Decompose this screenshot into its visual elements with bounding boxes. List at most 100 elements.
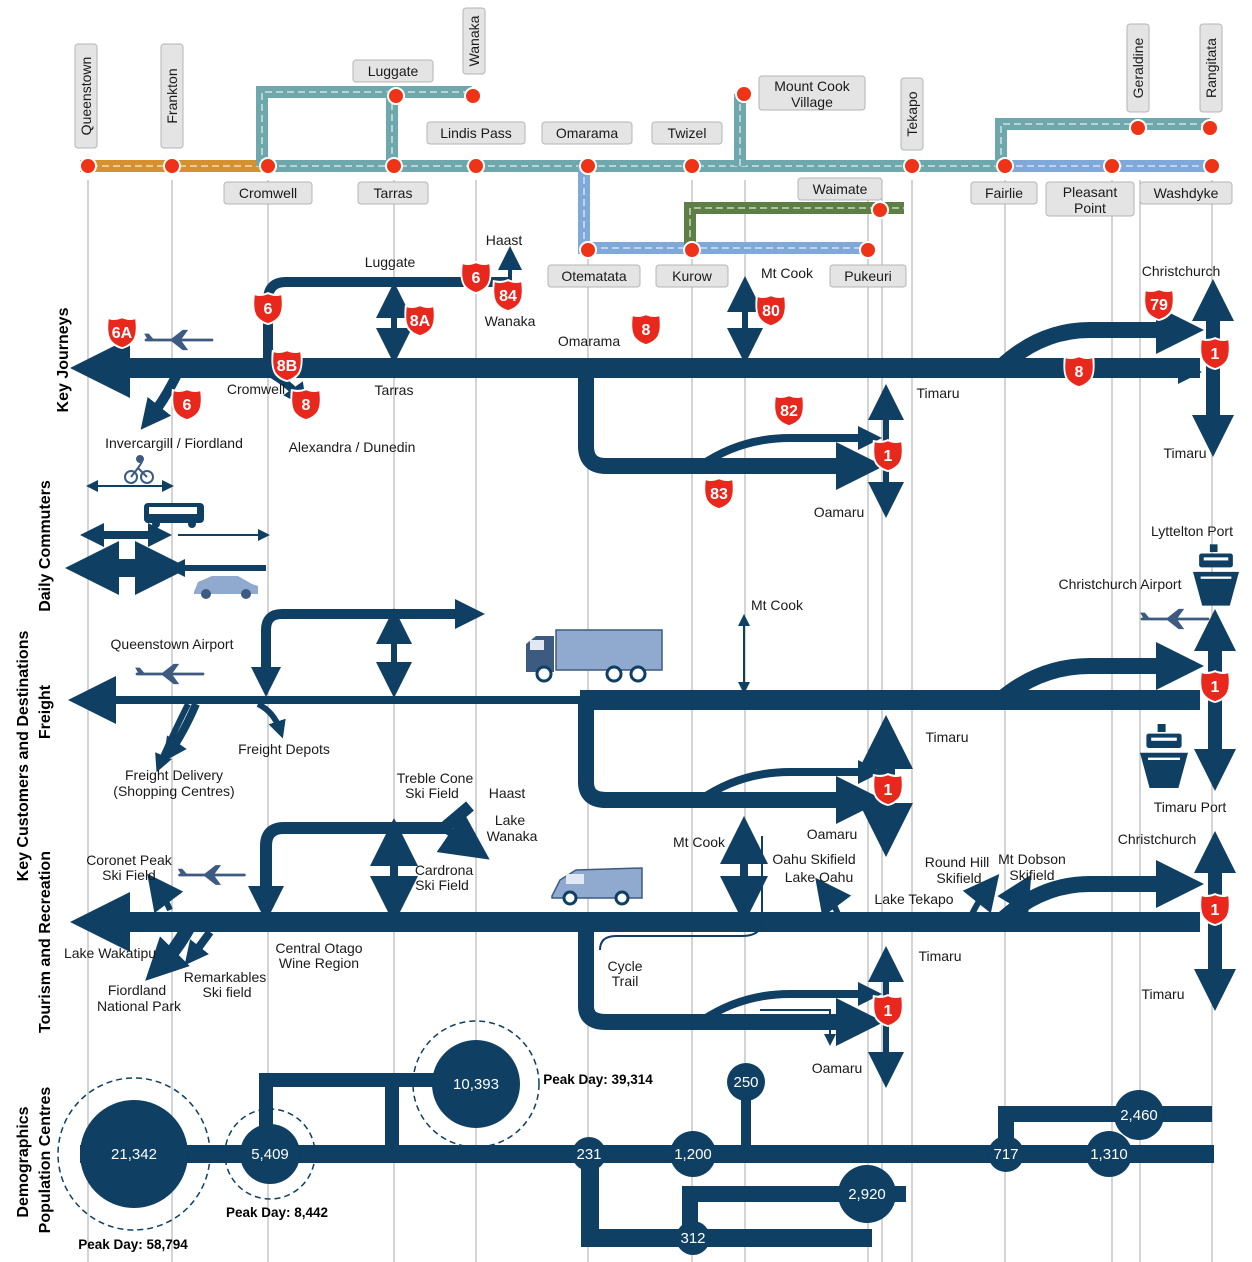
cromwell-label: Cromwell	[227, 381, 285, 397]
town-name: Washdyke	[1154, 185, 1219, 201]
shield-number: 1	[884, 782, 893, 799]
route-stop-marker	[464, 87, 482, 105]
town-name: Lindis Pass	[440, 125, 512, 141]
highway-shield-sh1-pukeuri: 1	[872, 438, 904, 472]
round-hill-2-label: Skifield	[936, 870, 981, 886]
tourism-airport-plane-icon	[176, 864, 246, 886]
population-value: 2,920	[848, 1186, 886, 1203]
route-stop-marker	[79, 157, 97, 175]
oamaru-label: Oamaru	[807, 826, 858, 842]
route-stop-marker	[683, 157, 701, 175]
town-name: Rangitata	[1203, 38, 1219, 98]
cardrona-1-label: Cardrona	[415, 862, 474, 878]
mt-dobson-2-label: Skifield	[1009, 867, 1054, 883]
town-label-queenstown: Queenstown	[74, 43, 98, 149]
timaru-port-label: Timaru Port	[1154, 799, 1227, 815]
mt-cook-label: Mt Cook	[673, 834, 726, 850]
shield-number: 80	[762, 303, 780, 320]
coronet-2-label: Ski Field	[102, 867, 156, 883]
highway-shield-sh8b: 8B	[271, 348, 303, 382]
freight-depots-label: Freight Depots	[238, 741, 330, 757]
haast-label: Haast	[489, 785, 526, 801]
town-name: Luggate	[368, 63, 419, 79]
haast-label: Haast	[486, 232, 523, 248]
route-stop-marker	[903, 157, 921, 175]
highway-shield-sh6-mid: 6	[252, 291, 284, 325]
town-label-cromwell: Cromwell	[223, 181, 313, 205]
peak-day-queenstown: Peak Day: 58,794	[78, 1237, 188, 1252]
timaru2-label: Timaru	[1141, 986, 1184, 1002]
remarkables-2-label: Ski field	[202, 984, 251, 1000]
population-circle-waimate: 2,920	[838, 1165, 896, 1223]
population-value: 312	[680, 1230, 705, 1247]
peak-day-wanaka: Peak Day: 39,314	[543, 1072, 653, 1087]
shield-number: 82	[780, 403, 798, 420]
town-name: Waimate	[813, 181, 868, 197]
highway-shield-sh1-freight-pukeuri: 1	[872, 772, 904, 806]
town-label-luggate: Luggate	[352, 59, 434, 83]
christchurch-label: Christchurch	[1118, 831, 1197, 847]
town-name: Twizel	[668, 125, 707, 141]
population-circle-omarama: 231	[572, 1137, 606, 1171]
treble-cone-1-label: Treble Cone	[397, 770, 474, 786]
highway-shield-sh80: 80	[755, 293, 787, 327]
central-otago-1-label: Central Otago	[275, 940, 362, 956]
town-label-pukeuri: Pukeuri	[829, 264, 907, 288]
town-name: Wanaka	[466, 15, 482, 66]
town-name: Cromwell	[239, 185, 297, 201]
timaru-label: Timaru	[916, 385, 959, 401]
shield-number: 1	[884, 448, 893, 465]
fiordland-1-label: Fiordland	[108, 982, 166, 998]
town-name: Pukeuri	[844, 268, 891, 284]
timaru-label: Timaru	[925, 729, 968, 745]
shield-number: 1	[1211, 679, 1220, 696]
population-value: 5,409	[251, 1146, 289, 1163]
town-label-otematata: Otematata	[547, 264, 641, 288]
icons	[124, 329, 1239, 906]
population-value: 10,393	[453, 1076, 499, 1093]
cardrona-2-label: Ski Field	[415, 877, 469, 893]
route-stops	[79, 85, 1221, 259]
alexandra-label: Alexandra / Dunedin	[289, 439, 416, 455]
route-stop-marker	[859, 241, 877, 259]
freight-airport-plane-icon	[133, 663, 205, 685]
town-name: Fairlie	[985, 185, 1023, 201]
route-stop-marker	[163, 157, 181, 175]
rail-route-map	[80, 86, 1212, 254]
town-name: Queenstown	[78, 57, 94, 136]
population-value: 717	[993, 1146, 1018, 1163]
highway-shield-sh1-top: 1	[1199, 336, 1231, 370]
car-icon	[194, 576, 258, 599]
oamaru-label: Oamaru	[812, 1060, 863, 1076]
highway-shield-sh6a: 6A	[106, 315, 138, 349]
shield-number: 6A	[112, 325, 133, 342]
oahu-1-label: Oahu Skifield	[772, 851, 855, 867]
highway-shield-sh1-tourism-right: 1	[1199, 892, 1231, 926]
town-name: Omarama	[556, 125, 618, 141]
remarkables-1-label: Remarkables	[184, 969, 266, 985]
queenstown-airport-plane-icon	[142, 329, 214, 351]
route-stop-marker	[1201, 119, 1219, 137]
queenstown-airport-label: Queenstown Airport	[111, 636, 234, 652]
mt-dobson-1-label: Mt Dobson	[998, 851, 1066, 867]
freight-delivery-2-label: (Shopping Centres)	[113, 783, 234, 799]
timaru2-label: Timaru	[1163, 445, 1206, 461]
population-circle-queenstown: 21,342	[80, 1100, 188, 1208]
highway-shield-sh6-lower: 6	[171, 387, 203, 421]
population-circle-twizel: 1,200	[670, 1131, 716, 1177]
christchurch-airport-plane-icon	[1138, 608, 1210, 630]
wanaka-label: Wanaka	[485, 313, 536, 329]
route-stop-marker	[735, 85, 753, 103]
fiordland-2-label: National Park	[97, 998, 182, 1014]
route-stop-marker	[579, 157, 597, 175]
population-value: 2,460	[1120, 1107, 1158, 1124]
highway-shield-sh8a: 8A	[404, 303, 436, 337]
town-label-fairlie: Fairlie	[970, 181, 1038, 205]
